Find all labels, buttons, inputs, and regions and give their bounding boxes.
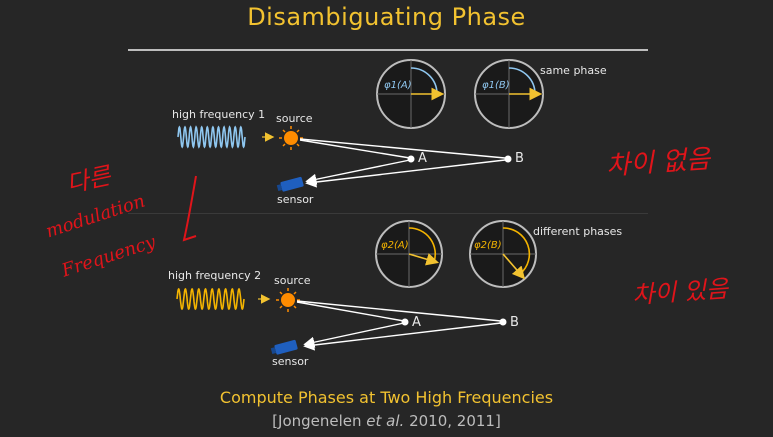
high-frequency-2-label: high frequency 2 xyxy=(168,269,262,282)
citation: [Jongenelen et al. 2010, 2011] xyxy=(0,412,773,430)
point-a-dot xyxy=(407,155,415,163)
high-frequency-2-wave xyxy=(176,287,245,311)
ray-source-to-a-2 xyxy=(296,301,405,322)
camera-sensor-icon-2 xyxy=(270,339,298,355)
phase-dial-b-1 xyxy=(474,59,544,129)
handwritten-note-no-difference: 차이 없음 xyxy=(605,144,712,182)
point-b-label-1: B xyxy=(515,151,524,166)
high-frequency-1-label: high frequency 1 xyxy=(172,108,266,121)
camera-sensor-icon xyxy=(276,176,304,192)
phase-dial-a-2 xyxy=(375,220,443,288)
high-frequency-1-wave xyxy=(177,125,246,149)
handwritten-note-has-difference: 차이 있음 xyxy=(631,274,729,310)
ray-source-to-a xyxy=(299,139,411,159)
citation-authors: [Jongenelen xyxy=(272,412,367,430)
phase-b-label-2: φ2(B) xyxy=(474,240,502,251)
phase-a-label-2: φ2(A) xyxy=(381,240,409,251)
point-b-dot xyxy=(504,155,512,163)
title-underline xyxy=(128,49,648,51)
citation-etal: et al. xyxy=(366,412,405,430)
ray-source-to-b xyxy=(299,138,506,159)
different-phases-note: different phases xyxy=(533,225,623,238)
ray-a-to-sensor-2 xyxy=(303,322,405,348)
point-b-dot-2 xyxy=(499,318,507,326)
panel-divider xyxy=(128,213,648,214)
sun-icon xyxy=(279,126,303,150)
phase-a-label-1: φ1(A) xyxy=(384,80,412,91)
phase-dial-a-1 xyxy=(376,59,446,129)
sensor-label-1: sensor xyxy=(277,193,314,206)
same-phase-note: same phase xyxy=(540,64,607,77)
point-b-label-2: B xyxy=(510,315,519,330)
phase-dial-b-2 xyxy=(469,220,537,288)
ray-b-to-sensor xyxy=(305,159,506,188)
ray-source-to-b-2 xyxy=(296,300,502,322)
ray-b-to-sensor-2 xyxy=(303,322,502,351)
sun-icon-2 xyxy=(276,288,300,312)
citation-years: 2010, 2011] xyxy=(404,412,501,430)
ray-a-to-sensor xyxy=(305,159,411,185)
handwritten-bracket xyxy=(182,175,197,242)
source-label-1: source xyxy=(276,112,313,125)
slide-title: Disambiguating Phase xyxy=(247,3,526,31)
phase-b-label-1: φ1(B) xyxy=(482,80,510,91)
point-a-dot-2 xyxy=(401,318,409,326)
sensor-label-2: sensor xyxy=(272,355,309,368)
slide-caption: Compute Phases at Two High Frequencies xyxy=(219,388,554,407)
point-a-label-1: A xyxy=(418,151,427,166)
point-a-label-2: A xyxy=(412,315,421,330)
source-label-2: source xyxy=(274,274,311,287)
